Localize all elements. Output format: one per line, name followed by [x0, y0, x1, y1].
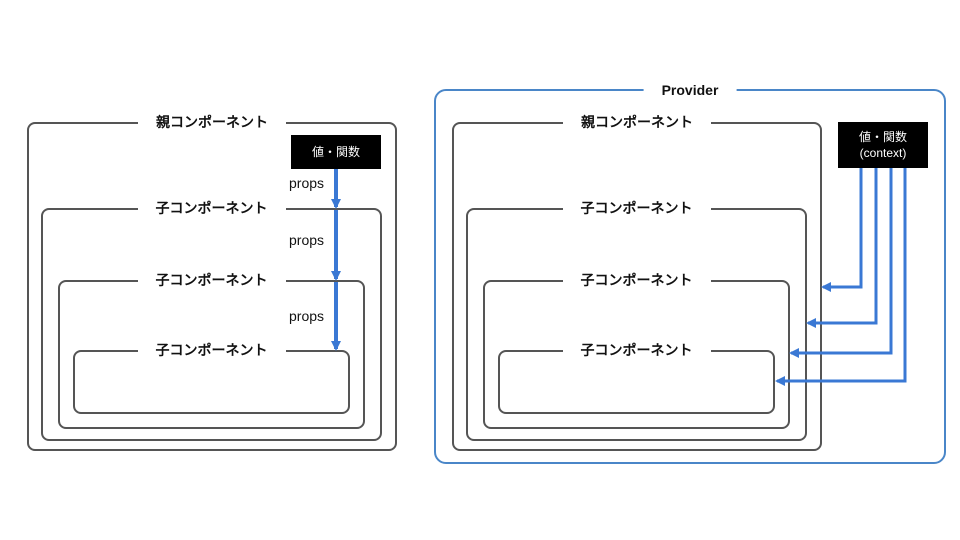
left-child-component-box-3: 子コンポーネント [73, 341, 350, 414]
left-child-component-label-2: 子コンポーネント [137, 271, 286, 291]
context-arrow-1 [821, 168, 863, 292]
right-child-component-label-2: 子コンポーネント [562, 271, 711, 291]
provider-box: Provider [434, 80, 946, 464]
props-label-2: props [289, 232, 325, 248]
left-child-component-box-2: 子コンポーネント [58, 271, 365, 429]
left-child-component-label-3: 子コンポーネント [137, 341, 286, 361]
left-parent-component-box: 親コンポーネント [27, 113, 397, 451]
right-parent-component-label: 親コンポーネント [563, 113, 711, 133]
context-arrow-3 [789, 168, 893, 358]
right-child-component-label-3: 子コンポーネント [562, 341, 711, 361]
right-child-component-label-1: 子コンポーネント [562, 199, 711, 219]
right-child-component-box-2: 子コンポーネント [483, 271, 790, 429]
context-arrow-4 [775, 168, 907, 386]
provider-label: Provider [643, 80, 737, 100]
left-child-component-box-1: 子コンポーネント [41, 199, 382, 441]
context-arrow-2 [806, 168, 878, 328]
left-value-function-box: 値・関数 [291, 135, 381, 169]
left-child-component-label-1: 子コンポーネント [137, 199, 286, 219]
context-value-function-box: 値・関数 (context) [838, 122, 928, 168]
context-label: (context) [859, 146, 907, 160]
props-label-3: props [289, 308, 325, 324]
left-value-function-label: 値・関数 [311, 145, 360, 159]
right-child-component-box-3: 子コンポーネント [498, 341, 775, 414]
props-label-1: props [289, 175, 325, 191]
left-parent-component-label: 親コンポーネント [138, 113, 286, 133]
context-value-function-label: 値・関数 [858, 130, 907, 144]
